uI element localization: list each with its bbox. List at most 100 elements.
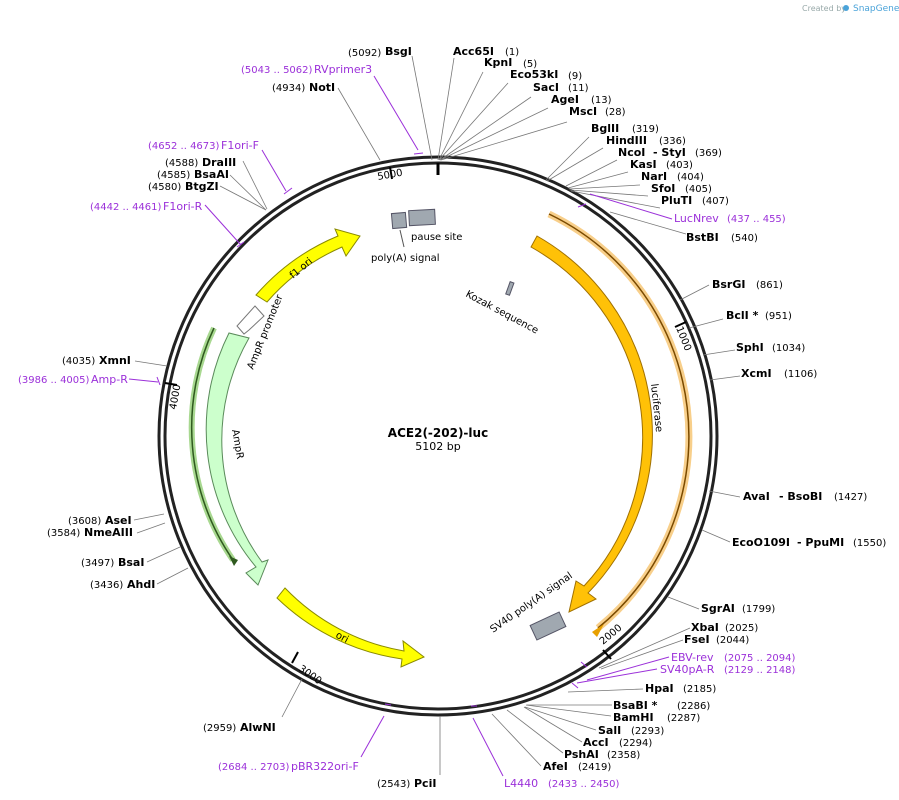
primer-f1ori-r[interactable]: (4442 .. 4461)F1ori-R	[90, 200, 203, 213]
site-btgzi[interactable]: (4580)BtgZI	[148, 180, 219, 193]
site-acci[interactable]: AccI(2294)	[583, 736, 652, 749]
luciferase-label: luciferase	[648, 383, 664, 433]
site-draiii[interactable]: (4588)DraIII	[165, 156, 236, 169]
luciferase-orf-arrow	[592, 624, 604, 637]
site-xmni[interactable]: (4035)XmnI	[62, 354, 131, 367]
site-pluti[interactable]: PluTI(407)	[661, 194, 729, 207]
site-fsei[interactable]: FseI(2044)	[684, 633, 749, 646]
primer-pos: (3986 .. 4005)	[18, 375, 90, 386]
site-name: NarI	[641, 170, 667, 183]
site-name: NotI	[309, 81, 335, 94]
site-bsabi[interactable]: BsaBI *(2286)	[613, 699, 710, 712]
site-name: SfoI	[651, 182, 675, 195]
site-pcii[interactable]: (2543)PciI	[377, 777, 436, 790]
site-ahdi[interactable]: (3436)AhdI	[90, 578, 155, 591]
site-sfoi[interactable]: SfoI (405)	[651, 182, 712, 195]
polya-signal-feature[interactable]	[390, 211, 408, 230]
ampr-promoter-feature[interactable]	[236, 305, 265, 335]
primer-name: pBR322ori-F	[291, 760, 359, 773]
site-name: BclI *	[726, 309, 759, 322]
site-sphi[interactable]: SphI(1034)	[736, 341, 805, 354]
tick-label-5000: 5000	[377, 168, 404, 183]
site-acc65i[interactable]: Acc65I(1)	[453, 45, 519, 58]
primer-name: F1ori-F	[221, 139, 259, 152]
site-ecoo109i-ppumi[interactable]: EcoO109I- PpuMI(1550)	[732, 536, 886, 549]
primer-f1ori-f[interactable]: (4652 .. 4673)F1ori-F	[148, 139, 259, 152]
site-asei[interactable]: (3608)AseI	[68, 514, 132, 527]
primer-labels: (5043 .. 5062)RVprimer3 (4652 .. 4673)F1…	[18, 63, 796, 790]
site-bcli[interactable]: BclI *(951)	[726, 309, 792, 322]
site-pos: (2286)	[677, 701, 710, 712]
site-noti[interactable]: (4934)NotI	[272, 81, 335, 94]
ori-feature[interactable]	[276, 587, 425, 668]
site-name: AseI	[105, 514, 132, 527]
site-pos: (13)	[591, 95, 612, 106]
site-name: SalI	[598, 724, 621, 737]
site-pos: (405)	[685, 184, 712, 195]
site-name: NcoI	[618, 146, 645, 159]
site-agei[interactable]: AgeI(13)	[551, 93, 612, 106]
site-hpai[interactable]: HpaI(2185)	[645, 682, 716, 695]
ampr-feature[interactable]	[205, 332, 269, 586]
f1-ori-feature[interactable]	[255, 228, 361, 303]
primer-name: L4440	[504, 777, 538, 790]
primer-l4440[interactable]: L4440(2433 .. 2450)	[504, 777, 620, 790]
primer-lucnrev[interactable]: LucNrev(437 .. 455)	[674, 212, 786, 225]
site-name: EcoO109I	[732, 536, 790, 549]
site-nari[interactable]: NarI(404)	[641, 170, 704, 183]
site-pos: (2959)	[203, 723, 236, 734]
site-bstbi[interactable]: BstBI(540)	[686, 231, 758, 244]
site-name: PshAI	[564, 748, 599, 761]
site-ncoi-styi[interactable]: NcoI- StyI(369)	[618, 146, 722, 159]
primer-pos: (4652 .. 4673)	[148, 141, 220, 152]
site-name: AccI	[583, 736, 609, 749]
site-labels: (5092)BsgI Acc65I(1) KpnI(5) Eco53kI(9) …	[47, 45, 886, 790]
site-pos: (861)	[756, 280, 783, 291]
site-kpni[interactable]: KpnI(5)	[484, 56, 537, 70]
primer-amp-r[interactable]: (3986 .. 4005)Amp-R	[18, 373, 128, 386]
sv40-polya-feature[interactable]	[529, 611, 567, 641]
luciferase-feature[interactable]	[530, 235, 653, 613]
pause-site-feature[interactable]	[408, 208, 436, 227]
site-pos: (4585)	[157, 170, 190, 181]
site-name: KpnI	[484, 56, 512, 69]
site-xbai[interactable]: XbaI(2025)	[691, 621, 758, 634]
site-name: DraIII	[202, 156, 236, 169]
kozak-label: Kozak sequence	[464, 289, 540, 337]
site-alwni[interactable]: (2959)AlwNI	[203, 721, 276, 734]
site-name: AhdI	[127, 578, 155, 591]
primer-ebv-rev[interactable]: EBV-rev(2075 .. 2094)	[671, 651, 796, 664]
site-eco53ki[interactable]: Eco53kI(9)	[510, 68, 582, 82]
kozak-feature[interactable]	[505, 281, 515, 296]
site-bsaai[interactable]: (4585)BsaAI	[157, 168, 229, 181]
site-sgrai[interactable]: SgrAI(1799)	[701, 602, 775, 615]
primer-pbr322ori-f[interactable]: (2684 .. 2703)pBR322ori-F	[218, 760, 359, 773]
primer-sv40pa-r[interactable]: SV40pA-R(2129 .. 2148)	[660, 663, 796, 676]
site-pshai[interactable]: PshAI(2358)	[564, 748, 640, 761]
snapgene-logo-icon	[843, 5, 849, 11]
site-pos: (2185)	[683, 684, 716, 695]
site-name: XcmI	[741, 367, 772, 380]
site-avai-bsobi[interactable]: AvaI- BsoBI(1427)	[743, 490, 867, 503]
tick-1000	[674, 321, 687, 328]
site-bsai[interactable]: (3497)BsaI	[81, 556, 144, 569]
site-xcmi[interactable]: XcmI(1106)	[741, 367, 817, 380]
site-pos: (403)	[666, 160, 693, 171]
site-nmeaiii[interactable]: (3584)NmeAIII	[47, 526, 133, 539]
site-pos: (2025)	[725, 623, 758, 634]
site-hindiii[interactable]: HindIII(336)	[606, 134, 686, 147]
plasmid-length: 5102 bp	[415, 440, 460, 453]
site-bsgi[interactable]: (5092)BsgI	[348, 45, 412, 59]
site-msci[interactable]: MscI(28)	[569, 105, 626, 118]
site-name: BsrGI	[712, 278, 745, 291]
site-kasi[interactable]: KasI(403)	[630, 158, 693, 171]
primer-rvprimer3[interactable]: (5043 .. 5062)RVprimer3	[241, 63, 372, 76]
site-sali[interactable]: SalI(2293)	[598, 724, 664, 737]
site-saci[interactable]: SacI(11)	[533, 81, 589, 94]
polya-signal-label: poly(A) signal	[371, 253, 440, 264]
site-bamhi[interactable]: BamHI(2287)	[613, 711, 700, 724]
site-name: SacI	[533, 81, 559, 94]
site-bglii[interactable]: BglII(319)	[591, 122, 659, 135]
site-afei[interactable]: AfeI(2419)	[543, 760, 611, 773]
site-bsrgi[interactable]: BsrGI (861)	[712, 278, 783, 291]
